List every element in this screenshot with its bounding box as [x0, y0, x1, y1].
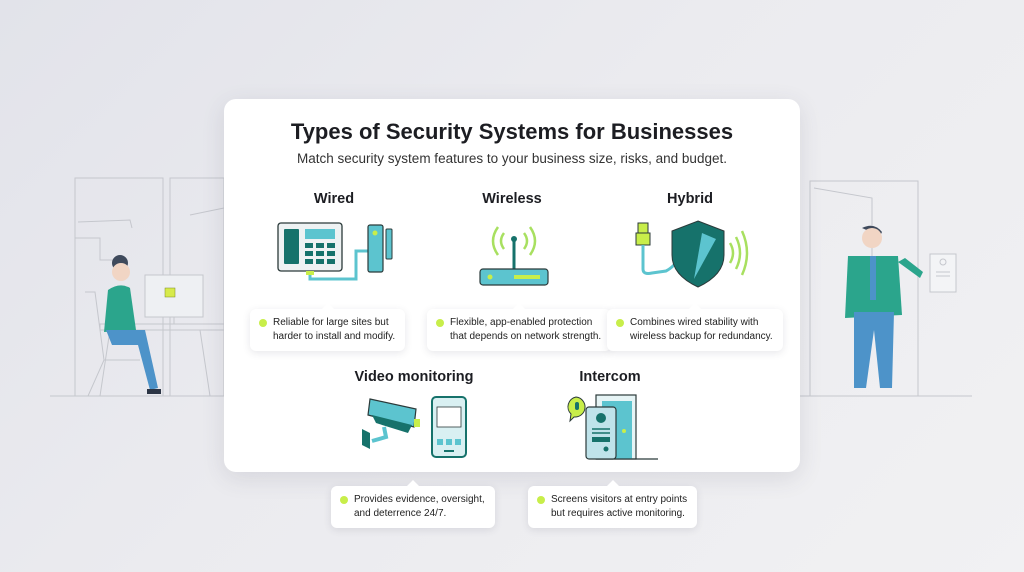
camera-icon: [362, 396, 467, 458]
office-scene-left: [50, 177, 225, 397]
router-icon: [479, 226, 549, 286]
woman-figure: [104, 255, 176, 394]
label-intercom: Intercom: [579, 369, 641, 385]
tooltip-hybrid: Combines wired stability with wireless b…: [607, 303, 783, 351]
man-figure: [845, 225, 923, 388]
door-scene-right: [800, 180, 972, 397]
alarm-keypad-icon: [277, 222, 393, 281]
shield-icon: [635, 220, 749, 288]
page-subtitle: Match security system features to your b…: [297, 151, 727, 166]
info-card: Types of Security Systems for Businesses…: [224, 99, 800, 472]
tooltip-intercom: Screens visitors at entry points but req…: [528, 480, 698, 528]
tooltip-wired: Reliable for large sites but harder to i…: [250, 303, 406, 351]
tooltip-wireless: Flexible, app-enabled protection that de…: [427, 303, 612, 351]
page-title: Types of Security Systems for Businesses: [290, 119, 734, 144]
intercom-icon: [567, 394, 658, 460]
label-hybrid: Hybrid: [667, 191, 713, 207]
label-wireless: Wireless: [482, 191, 542, 207]
tooltip-video-monitoring: Provides evidence, oversight, and deterr…: [331, 480, 495, 528]
label-wired: Wired: [313, 191, 355, 207]
label-video-monitoring: Video monitoring: [354, 369, 474, 385]
